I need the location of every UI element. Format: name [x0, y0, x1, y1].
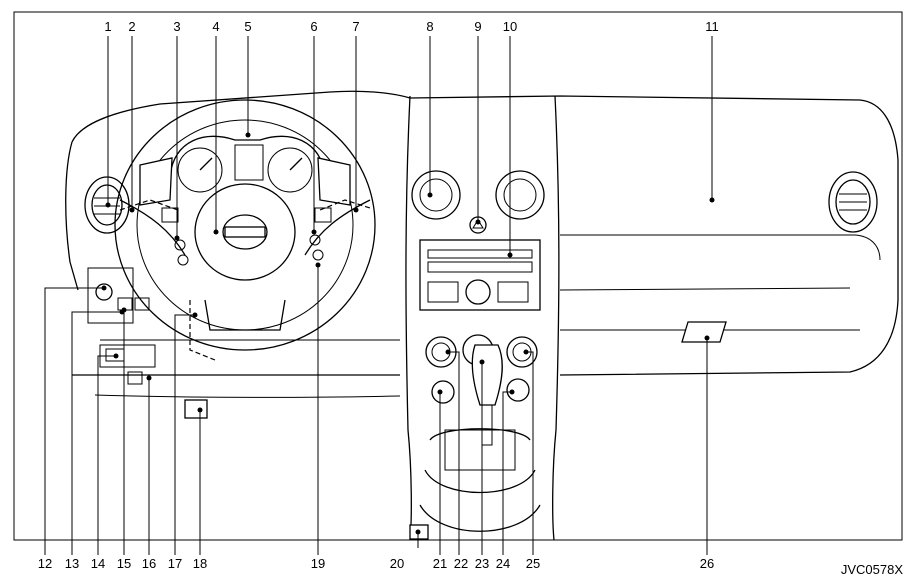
center-vent-left	[411, 170, 461, 220]
callout-22: 22	[454, 556, 468, 571]
callout-26: 26	[700, 556, 714, 571]
callout-15: 15	[117, 556, 131, 571]
steering-wheel	[114, 99, 376, 351]
callout-9: 9	[474, 19, 481, 34]
tachometer-gauge	[177, 147, 223, 193]
accessory-socket	[506, 378, 530, 402]
wiper-switch-stalk	[317, 157, 351, 206]
lighting-switch-stalk	[139, 157, 173, 206]
callout-16: 16	[142, 556, 156, 571]
callout-8: 8	[426, 19, 433, 34]
callout-14: 14	[91, 556, 105, 571]
hood-release-handle	[184, 399, 208, 419]
diagram-frame	[13, 11, 903, 541]
leader-lines	[44, 36, 715, 555]
callout-19: 19	[311, 556, 325, 571]
callout-2: 2	[128, 19, 135, 34]
meters	[169, 135, 326, 193]
steering-switches-left	[161, 207, 189, 266]
callout-20: 20	[390, 556, 404, 571]
dashboard-outline	[65, 90, 899, 398]
climate-knob-right	[506, 336, 538, 368]
glove-box-handle	[681, 321, 727, 343]
callout-25: 25	[526, 556, 540, 571]
callout-labels-top: 1 2 3 4 5 6 7 8 9 10 11	[104, 19, 718, 34]
callout-5: 5	[244, 19, 251, 34]
speedometer-gauge	[267, 147, 313, 193]
callout-17: 17	[168, 556, 182, 571]
audio-unit	[419, 239, 541, 311]
callout-7: 7	[352, 19, 359, 34]
callout-4: 4	[212, 19, 219, 34]
hidden-part-outline	[119, 199, 179, 211]
callout-11: 11	[705, 19, 719, 34]
callout-24: 24	[496, 556, 510, 571]
figure-code: JVC0578X	[841, 562, 903, 577]
callout-10: 10	[503, 19, 517, 34]
center-display	[234, 144, 264, 181]
center-vent-right	[495, 170, 545, 220]
hidden-part-outline	[319, 199, 371, 211]
callout-3: 3	[173, 19, 180, 34]
callout-18: 18	[193, 556, 207, 571]
callout-6: 6	[310, 19, 317, 34]
callout-12: 12	[38, 556, 52, 571]
selector-lever	[471, 344, 503, 406]
steering-switches-right	[309, 207, 332, 261]
callout-13: 13	[65, 556, 79, 571]
callout-23: 23	[475, 556, 489, 571]
callout-1: 1	[104, 19, 111, 34]
nissan-emblem	[222, 214, 268, 250]
callout-21: 21	[433, 556, 447, 571]
power-outlet	[431, 380, 455, 404]
left-lower-switch-panel	[87, 267, 156, 385]
hidden-part-outline	[189, 300, 216, 361]
callout-labels-bottom: 12 13 14 15 16 17 18 19 20 21 22 23 24 2…	[38, 556, 714, 571]
right-side-vent	[828, 171, 878, 233]
center-console	[405, 95, 560, 541]
